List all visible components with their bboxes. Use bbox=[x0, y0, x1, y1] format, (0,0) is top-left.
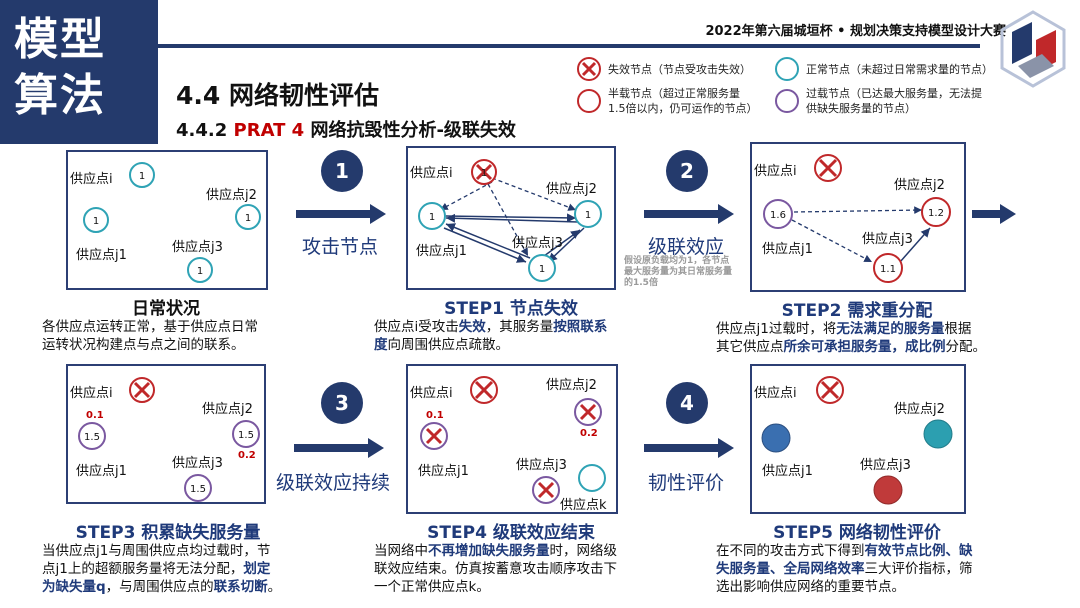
step3-title: STEP3 积累缺失服务量 bbox=[75, 523, 261, 543]
label-i: 供应点i bbox=[754, 164, 797, 179]
label-j2: 供应点j2 bbox=[546, 378, 597, 393]
panel-step1-graphic: 1 1 1 1 bbox=[418, 159, 602, 282]
step2-desc: 供应点j1过载时，将无法满足的服务量根据其它供应点所余可承担服务量，成比例分配。 bbox=[716, 321, 986, 355]
svg-text:1.2: 1.2 bbox=[928, 208, 944, 219]
panel-step5: 供应点i 供应点j2 供应点j1 供应点j3 bbox=[750, 364, 966, 514]
label-i: 供应点i bbox=[410, 386, 453, 401]
label-j3: 供应点j3 bbox=[512, 236, 563, 251]
legend-over-icon bbox=[775, 89, 799, 113]
legend-failed-label: 失效节点（节点受攻击失效） bbox=[608, 63, 751, 76]
step4-title: STEP4 级联效应结束 bbox=[427, 523, 595, 543]
arrow-right-icon bbox=[972, 204, 1016, 224]
arrow-label-cascade: 级联效应 bbox=[648, 236, 725, 258]
deficit-j2: 0.2 bbox=[580, 428, 598, 439]
step0-title: 日常状况 bbox=[132, 299, 200, 319]
svg-text:1: 1 bbox=[481, 168, 487, 179]
label-j1: 供应点j1 bbox=[418, 464, 469, 479]
step-number-1: 1 bbox=[321, 150, 363, 192]
deficit-j1: 0.1 bbox=[426, 410, 444, 421]
assumption-note: 假设原负载均为1，各节点最大服务量为其日常服务量的1.5倍 bbox=[624, 256, 733, 288]
label-j1: 供应点j1 bbox=[762, 242, 813, 257]
deficit-j1: 0.1 bbox=[86, 410, 104, 421]
arrow-right-icon bbox=[296, 204, 386, 224]
label-j1: 供应点j1 bbox=[762, 464, 813, 479]
label-j1: 供应点j1 bbox=[416, 244, 467, 259]
panel-daily: 1 1 1 1 供应点i 供应点j2 供应点j1 供应点j3 bbox=[66, 150, 268, 290]
svg-text:1: 1 bbox=[93, 216, 99, 227]
label-j2: 供应点j2 bbox=[894, 402, 945, 417]
legend-failed-icon bbox=[577, 57, 601, 81]
arrow-label-cascade-continues: 级联效应持续 bbox=[276, 472, 391, 494]
arrow-label-attack: 攻击节点 bbox=[302, 236, 379, 258]
logo-icon bbox=[1000, 10, 1066, 88]
subtitle: 4.4.2 PRAT 4 网络抗毁性分析-级联失效 bbox=[176, 120, 516, 141]
step-number-4: 4 bbox=[666, 382, 708, 424]
svg-text:1: 1 bbox=[539, 264, 545, 275]
label-j2: 供应点j2 bbox=[894, 178, 945, 193]
label-j1: 供应点j1 bbox=[76, 248, 127, 263]
svg-text:1.1: 1.1 bbox=[880, 264, 896, 275]
svg-text:1: 1 bbox=[197, 266, 203, 277]
arrow-right-icon bbox=[294, 438, 384, 458]
step3-desc: 当供应点j1与周围供应点均过载时，节点j1上的超额服务量将无法分配，划定为缺失量… bbox=[42, 543, 282, 595]
label-j3: 供应点j3 bbox=[172, 456, 223, 471]
svg-text:1.5: 1.5 bbox=[238, 430, 254, 441]
arrow-right-icon bbox=[644, 438, 734, 458]
label-i: 供应点i bbox=[70, 172, 113, 187]
deficit-j2: 0.2 bbox=[238, 450, 256, 461]
arrow-label-resilience: 韧性评价 bbox=[648, 472, 725, 494]
step2-title: STEP2 需求重分配 bbox=[781, 301, 933, 321]
panel-step3: 1.5 1.5 1.5 0.1 0.2 供应点i 供应点j2 供应点j1 供应点… bbox=[66, 364, 266, 504]
svg-text:1: 1 bbox=[585, 210, 591, 221]
section-title: 4.4 网络韧性评估 bbox=[176, 81, 379, 110]
svg-text:1: 1 bbox=[429, 212, 435, 223]
legend-over-label: 过载节点（已达最大服务量，无法提供缺失服务量的节点） bbox=[806, 87, 982, 115]
label-j3: 供应点j3 bbox=[516, 458, 567, 473]
label-i: 供应点i bbox=[70, 386, 113, 401]
label-j2: 供应点j2 bbox=[202, 402, 253, 417]
legend-half-icon bbox=[577, 89, 601, 113]
step0-desc: 各供应点运转正常，基于供应点日常运转状况构建点与点之间的联系。 bbox=[42, 319, 258, 353]
svg-text:1.6: 1.6 bbox=[770, 210, 786, 221]
panel-step2-graphic: 1.6 1.2 1.1 bbox=[763, 154, 951, 283]
subtitle-highlight: PRAT 4 bbox=[233, 120, 305, 141]
step5-desc: 在不同的攻击方式下得到有效节点比例、缺失服务量、全局网络效率三大评价指标，筛选出… bbox=[716, 543, 973, 595]
panel-daily-graphic: 1 1 1 1 bbox=[83, 162, 261, 283]
label-i: 供应点i bbox=[754, 386, 797, 401]
corner-title: 模型 算法 bbox=[14, 12, 144, 124]
header-rule bbox=[158, 44, 980, 48]
label-j2: 供应点j2 bbox=[546, 182, 597, 197]
panel-step4-graphic bbox=[420, 376, 606, 504]
label-i: 供应点i bbox=[410, 166, 453, 181]
arrow-right-icon bbox=[644, 204, 734, 224]
svg-text:1: 1 bbox=[245, 213, 251, 224]
corner-title-line2: 算法 bbox=[14, 70, 106, 121]
legend-normal-icon bbox=[775, 57, 799, 81]
corner-title-line1: 模型 bbox=[14, 14, 106, 65]
label-j1: 供应点j1 bbox=[76, 464, 127, 479]
corner-banner bbox=[0, 0, 158, 144]
panel-step5-graphic bbox=[761, 376, 953, 505]
step-number-2: 2 bbox=[666, 150, 708, 192]
legend-normal-label: 正常节点（未超过日常需求量的节点） bbox=[806, 63, 993, 76]
step-number-3: 3 bbox=[321, 382, 363, 424]
label-k: 供应点k bbox=[560, 498, 607, 513]
panel-step1: 1 1 1 1 供应点i 供应点j2 供应点j1 供应点j3 bbox=[406, 146, 616, 290]
step4-desc: 当网络中不再增加缺失服务量时，网络级联效应结束。仿真按蓄意攻击顺序攻击下一个正常… bbox=[374, 543, 617, 595]
step1-title: STEP1 节点失效 bbox=[444, 299, 578, 319]
panel-step4: 0.1 0.2 供应点i 供应点j2 供应点j1 供应点j3 供应点k bbox=[406, 364, 618, 514]
step1-desc: 供应点i受攻击失效，其服务量按照联系度向周围供应点疏散。 bbox=[374, 319, 608, 353]
svg-text:1: 1 bbox=[139, 171, 145, 182]
label-j2: 供应点j2 bbox=[206, 188, 257, 203]
panel-step3-graphic: 1.5 1.5 1.5 bbox=[78, 377, 260, 502]
contest-title: 2022年第六届城垣杯 • 规划决策支持模型设计大赛 bbox=[705, 24, 1006, 39]
label-j3: 供应点j3 bbox=[172, 240, 223, 255]
panel-step2: 1.6 1.2 1.1 供应点i 供应点j2 供应点j1 供应点j3 bbox=[750, 142, 966, 292]
label-j3: 供应点j3 bbox=[862, 232, 913, 247]
label-j3: 供应点j3 bbox=[860, 458, 911, 473]
step5-title: STEP5 网络韧性评价 bbox=[773, 523, 941, 543]
svg-text:1.5: 1.5 bbox=[84, 432, 100, 443]
svg-text:1.5: 1.5 bbox=[190, 484, 206, 495]
